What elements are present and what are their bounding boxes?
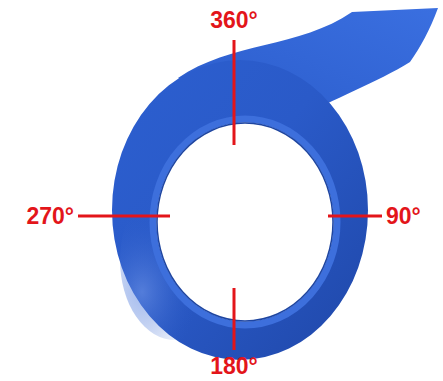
angle-label: 270°: [26, 205, 74, 228]
inner-rim: [153, 119, 337, 325]
angle-marker-line: [328, 215, 382, 218]
inner-rim-edge: [157, 123, 333, 321]
angle-label: 90°: [386, 205, 421, 228]
angle-label: 360°: [210, 9, 258, 32]
angle-marker-line: [78, 215, 170, 218]
angle-label: 180°: [210, 355, 258, 378]
angle-marker-line: [233, 40, 236, 145]
volute-casing: [112, 60, 368, 360]
angle-marker-line: [233, 288, 236, 350]
